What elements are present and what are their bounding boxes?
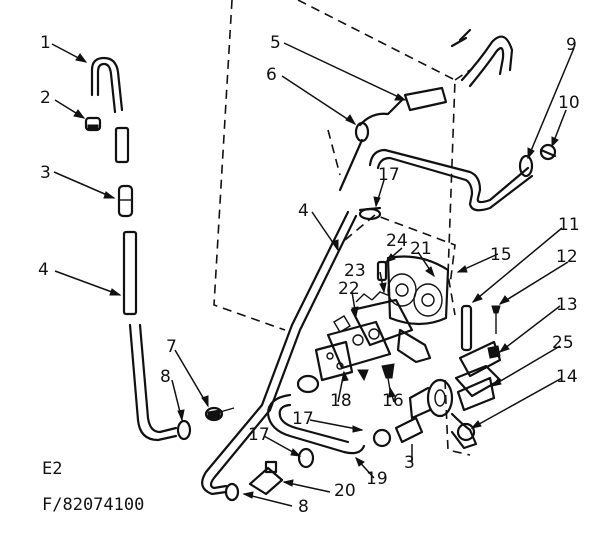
fitting-part-6 bbox=[338, 98, 404, 192]
callout-17-left: 17 bbox=[248, 425, 270, 445]
screw-part-16 bbox=[357, 363, 395, 391]
clamp-part-8-bottom bbox=[224, 482, 240, 502]
pump-part-14 bbox=[408, 378, 478, 450]
callout-13: 13 bbox=[556, 295, 578, 315]
callout-3: 3 bbox=[40, 163, 51, 183]
callout-labels: 1 2 3 4 5 6 4 7 8 9 10 17 11 24 21 23 15… bbox=[38, 33, 580, 517]
connector-part-3 bbox=[117, 184, 134, 218]
callout-10: 10 bbox=[558, 93, 580, 113]
clamp-part-17-top bbox=[358, 206, 382, 221]
clamp-part-17-bottom bbox=[297, 447, 315, 469]
clamp-part-17-mid bbox=[296, 374, 320, 394]
callout-14: 14 bbox=[556, 367, 578, 387]
cap-part-2 bbox=[84, 116, 102, 132]
callout-20: 20 bbox=[334, 481, 356, 501]
callout-17-top: 17 bbox=[378, 165, 400, 185]
callout-9: 9 bbox=[566, 35, 577, 55]
bracket-part-18 bbox=[314, 340, 354, 382]
screw-part-12 bbox=[491, 305, 501, 334]
callout-1: 1 bbox=[40, 33, 51, 53]
clip-part-7 bbox=[204, 406, 235, 422]
bolt-part-11 bbox=[460, 304, 473, 352]
model-code-line-2: F/82074100 bbox=[42, 495, 144, 515]
screw-part-24 bbox=[376, 260, 388, 282]
callout-19: 19 bbox=[366, 469, 388, 489]
callout-2: 2 bbox=[40, 88, 51, 108]
cabinet-outline bbox=[213, 0, 471, 456]
fitting-part-20 bbox=[248, 460, 284, 496]
drain-hose-part-19 bbox=[266, 393, 366, 455]
callout-8: 8 bbox=[160, 367, 171, 387]
callout-12: 12 bbox=[556, 247, 578, 267]
valve-body bbox=[386, 255, 450, 326]
clamp-part-8-left bbox=[176, 419, 192, 441]
callout-18: 18 bbox=[330, 391, 352, 411]
hose-bend-part-1 bbox=[90, 56, 124, 114]
block-part-25 bbox=[454, 364, 502, 412]
model-code-line-1: E2 bbox=[42, 459, 62, 479]
callout-4-center: 4 bbox=[298, 201, 309, 221]
callout-21: 21 bbox=[410, 239, 432, 259]
arrowheads bbox=[73, 53, 559, 499]
callout-8-bottom: 8 bbox=[298, 497, 309, 517]
callout-15: 15 bbox=[490, 245, 512, 265]
connector-part-3-right bbox=[372, 416, 424, 448]
callout-25: 25 bbox=[552, 333, 574, 353]
hose-part-4-center bbox=[201, 210, 358, 496]
clamp-part-10 bbox=[539, 143, 557, 161]
hose-part-5 bbox=[403, 86, 448, 112]
callout-3-right: 3 bbox=[404, 453, 415, 473]
leader-lines bbox=[51, 42, 575, 507]
hose-segment bbox=[114, 126, 130, 164]
valve-assembly bbox=[326, 291, 432, 370]
callout-22: 22 bbox=[338, 279, 360, 299]
hose-part-9 bbox=[450, 28, 514, 88]
hose-part-4-left bbox=[122, 230, 178, 442]
callout-17-mid: 17 bbox=[292, 409, 314, 429]
callout-23: 23 bbox=[344, 261, 366, 281]
callout-24: 24 bbox=[386, 231, 408, 251]
bracket-part-13 bbox=[458, 340, 502, 378]
callout-11: 11 bbox=[558, 215, 580, 235]
callout-7: 7 bbox=[166, 337, 177, 357]
callout-4: 4 bbox=[38, 260, 49, 280]
callout-16: 16 bbox=[382, 391, 404, 411]
callout-6: 6 bbox=[266, 65, 277, 85]
fill-hose bbox=[368, 148, 534, 212]
callout-5: 5 bbox=[270, 33, 281, 53]
